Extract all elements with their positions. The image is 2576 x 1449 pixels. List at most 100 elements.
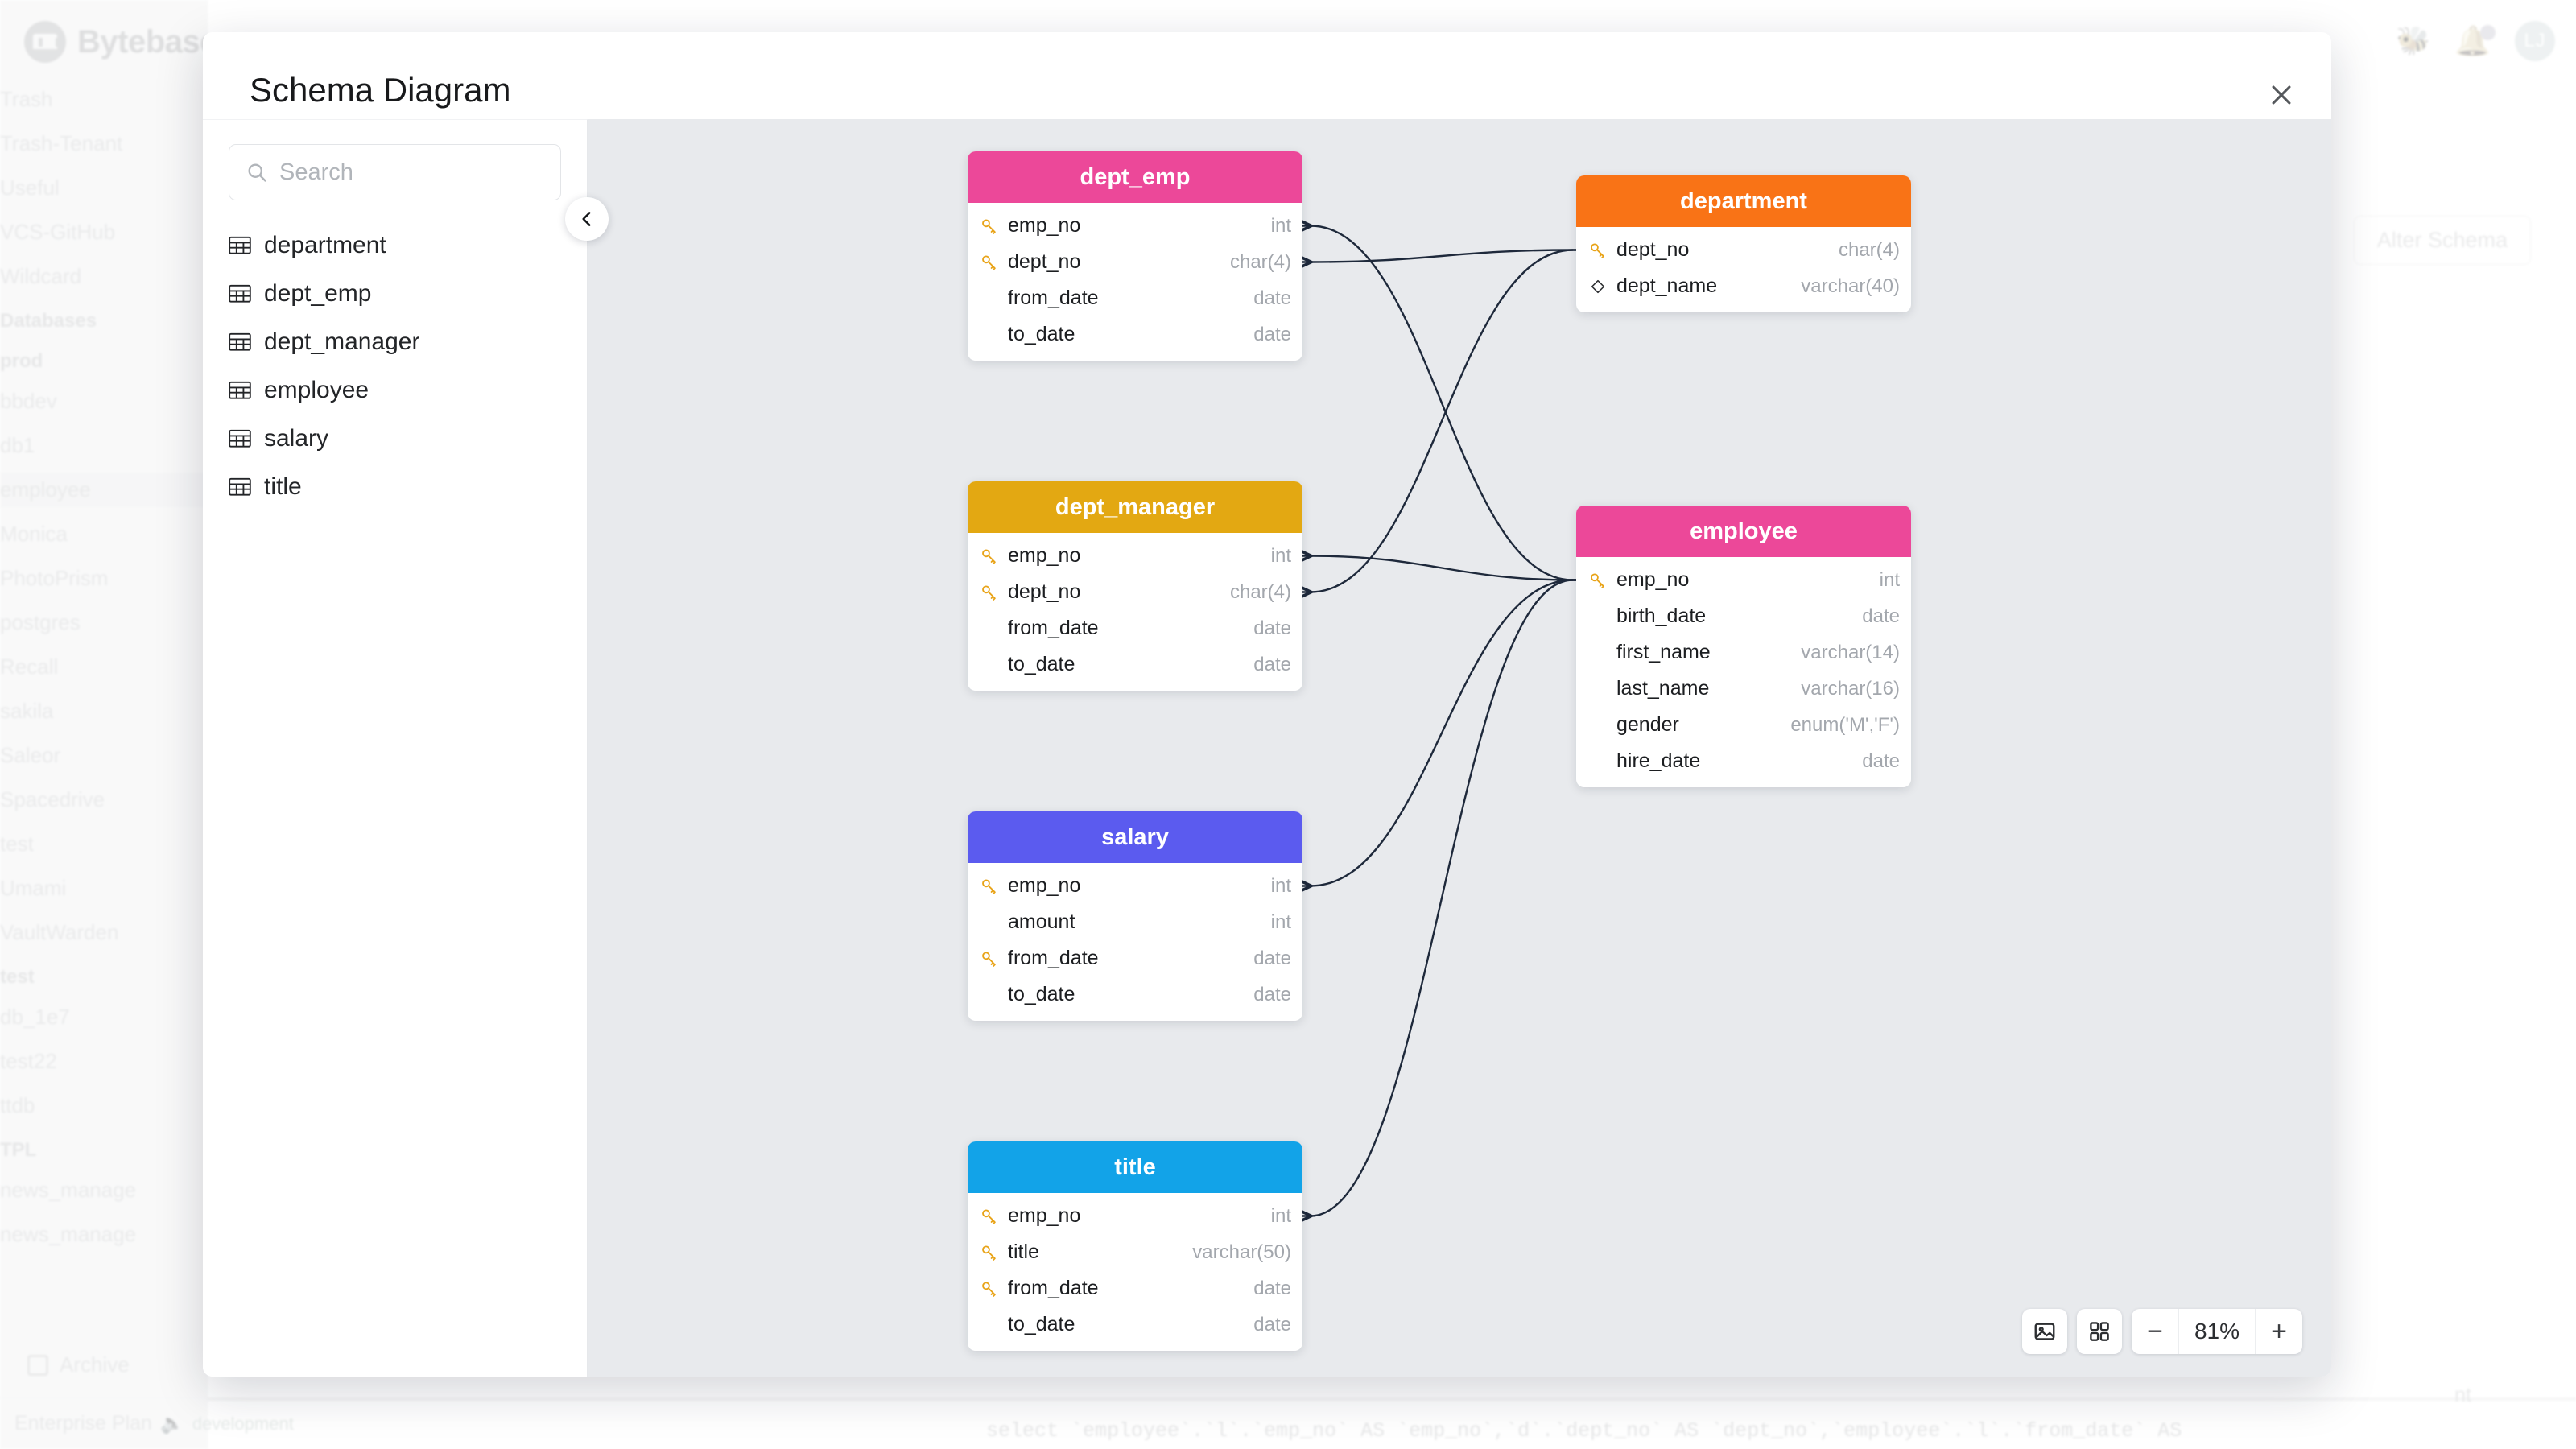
sidebar-item-test22[interactable]: test22: [0, 1049, 57, 1073]
environment-label: development: [192, 1413, 294, 1434]
avatar[interactable]: LJ: [2515, 21, 2555, 61]
image-icon[interactable]: [2022, 1309, 2067, 1354]
sidebar-item-archive[interactable]: Archive: [0, 1352, 208, 1377]
table-icon: [229, 381, 251, 400]
sidebar-item-recall[interactable]: Recall: [0, 654, 59, 679]
zoom-in-button[interactable]: +: [2271, 1316, 2287, 1347]
sidebar-item-news-manage[interactable]: news_manage: [0, 1222, 137, 1246]
sidebar-item-sakila[interactable]: sakila: [0, 699, 54, 723]
sidebar-item-tpl: TPL: [0, 1139, 37, 1161]
sidebar-item-postgres[interactable]: postgres: [0, 610, 80, 634]
table-list-item-salary[interactable]: salary: [203, 415, 587, 463]
search-icon: [248, 163, 266, 182]
key-icon: [979, 254, 1000, 271]
sidebar-item-umami[interactable]: Umami: [0, 876, 67, 900]
sidebar-item-trash[interactable]: Trash: [0, 87, 53, 111]
schema-column-type: date: [1253, 653, 1291, 675]
table-list-item-label: department: [264, 232, 386, 258]
key-icon: [979, 877, 1000, 895]
schema-column-name: from_date: [1008, 617, 1099, 639]
zoom-out-button[interactable]: −: [2147, 1316, 2163, 1347]
schema-node-title: dept_emp: [968, 151, 1302, 203]
sidebar-item-trash-tenant[interactable]: Trash-Tenant: [0, 131, 123, 155]
schema-column-type: varchar(50): [1192, 1241, 1291, 1263]
schema-column-name: emp_no: [1616, 568, 1690, 591]
sidebar-item-ttdb[interactable]: ttdb: [0, 1093, 35, 1117]
schema-column-type: date: [1253, 1313, 1291, 1335]
table-list-item-department[interactable]: department: [203, 221, 587, 270]
sidebar-item-useful[interactable]: Useful: [0, 175, 60, 200]
table-icon: [229, 332, 251, 352]
search-box[interactable]: [229, 144, 561, 200]
table-list-item-dept_manager[interactable]: dept_manager: [203, 318, 587, 366]
schema-edge: [1311, 579, 1574, 886]
table-list-item-label: dept_manager: [264, 328, 420, 355]
schema-column-name: last_name: [1616, 677, 1710, 700]
sidebar-item-saleor[interactable]: Saleor: [0, 743, 61, 767]
sidebar-item-vaultwarden[interactable]: VaultWarden: [0, 920, 119, 944]
close-icon[interactable]: [2260, 74, 2302, 116]
sidebar-item-db-1e7[interactable]: db_1e7: [0, 1005, 70, 1029]
sidebar-item-wildcard[interactable]: Wildcard: [0, 264, 82, 288]
schema-column-type: char(4): [1838, 238, 1900, 261]
sidebar-item-news-manage[interactable]: news_manage: [0, 1178, 137, 1202]
sidebar-item-spacedrive[interactable]: Spacedrive: [0, 787, 105, 811]
modal-body: department dept_emp dept_manager employe…: [203, 119, 2331, 1377]
bug-icon[interactable]: 🐝: [2396, 26, 2431, 56]
key-icon: [982, 548, 996, 564]
sidebar-item-monica[interactable]: Monica: [0, 522, 68, 546]
alter-schema-button[interactable]: Alter Schema: [2353, 216, 2531, 265]
schema-diagram-modal: Schema Diagram department dept_emp dept_…: [203, 32, 2331, 1377]
plan-bar: Enterprise Plan 🔈 development: [0, 1397, 294, 1449]
sidebar-item-photoprism[interactable]: PhotoPrism: [0, 566, 109, 590]
key-icon: [982, 254, 996, 270]
table-list-item-employee[interactable]: employee: [203, 366, 587, 415]
background-sql-text: select `employee`.`l`.`emp_no` AS `emp_n…: [986, 1419, 2182, 1443]
table-list-item-title[interactable]: title: [203, 463, 587, 511]
notifications-bell[interactable]: 🔔: [2454, 25, 2496, 56]
sidebar-item-employee[interactable]: employee: [0, 473, 208, 507]
schema-edge: [1311, 579, 1574, 1216]
sidebar-item-bbdev[interactable]: bbdev: [0, 389, 57, 413]
schema-node-title: department: [1576, 175, 1911, 227]
chevron-left-icon[interactable]: [565, 197, 609, 241]
sidebar-item-db1[interactable]: db1: [0, 433, 35, 457]
grid-icon[interactable]: [2077, 1309, 2122, 1354]
schema-column-name: hire_date: [1616, 749, 1701, 772]
sidebar-item-vcs-github[interactable]: VCS-GitHub: [0, 220, 116, 244]
table-list-item-dept_emp[interactable]: dept_emp: [203, 270, 587, 318]
sidebar-item-test[interactable]: test: [0, 832, 34, 856]
search-input[interactable]: [279, 159, 544, 186]
